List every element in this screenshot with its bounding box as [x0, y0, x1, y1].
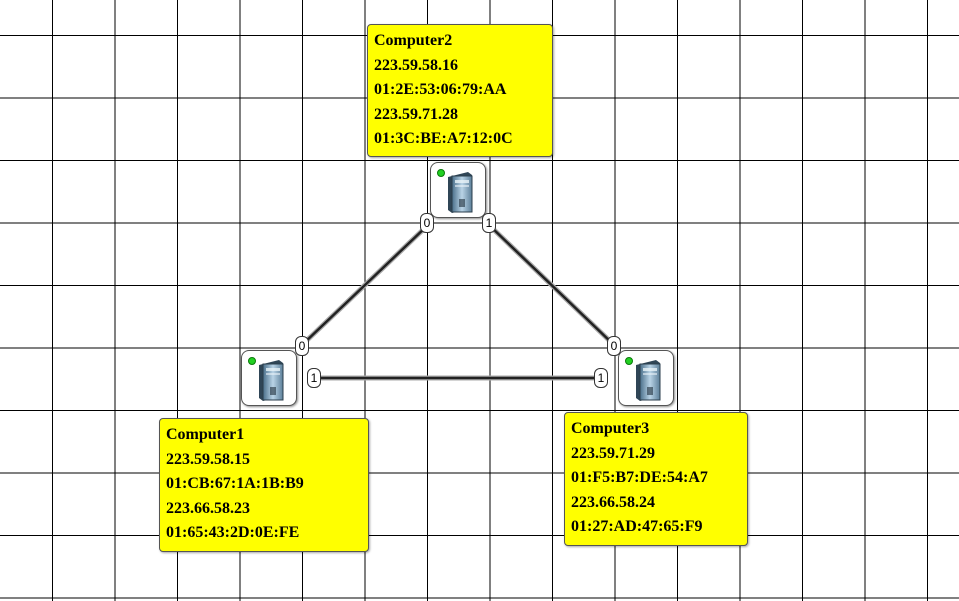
computer2-port-1[interactable]: 1	[482, 213, 496, 233]
computer-tower-icon	[448, 172, 473, 213]
computer1-port-0[interactable]: 0	[295, 336, 309, 356]
computer3-port-1[interactable]: 1	[594, 368, 608, 388]
computer1-node[interactable]	[241, 350, 297, 406]
status-led	[625, 357, 633, 365]
address-line: 01:27:AD:47:65:F9	[571, 518, 703, 535]
computer-name: Computer3	[571, 420, 650, 437]
computer3-label[interactable]: Computer3 223.59.71.29 01:F5:B7:DE:54:A7…	[564, 412, 748, 546]
address-line: 223.59.58.16	[374, 56, 458, 74]
computer2-port-0[interactable]: 0	[420, 213, 434, 233]
computer1-port-1[interactable]: 1	[307, 368, 321, 388]
address-line: 01:3C:BE:A7:12:0C	[374, 130, 513, 147]
computer-tower-icon	[259, 360, 284, 401]
address-line: 223.66.58.23	[166, 499, 250, 517]
computer1-label[interactable]: Computer1 223.59.58.15 01:CB:67:1A:1B:B9…	[159, 418, 369, 552]
status-led	[248, 357, 256, 365]
status-led	[437, 169, 445, 177]
computer-tower-icon	[636, 360, 661, 401]
computer-name: Computer1	[166, 426, 245, 443]
address-line: 223.66.58.24	[571, 493, 655, 511]
computer2-node[interactable]	[430, 162, 486, 218]
computer3-node[interactable]	[618, 350, 674, 406]
address-line: 223.59.58.15	[166, 450, 250, 468]
computer-name: Computer2	[374, 32, 453, 49]
address-line: 01:CB:67:1A:1B:B9	[166, 475, 304, 492]
address-line: 223.59.71.28	[374, 105, 458, 123]
address-line: 01:2E:53:06:79:AA	[374, 81, 507, 98]
address-line: 223.59.71.29	[571, 444, 655, 462]
link-computer1-computer2-core	[300, 223, 430, 347]
address-line: 01:F5:B7:DE:54:A7	[571, 469, 708, 486]
address-line: 01:65:43:2D:0E:FE	[166, 524, 300, 541]
computer3-port-0[interactable]: 0	[607, 336, 621, 356]
link-computer2-computer3-core	[487, 223, 616, 347]
computer2-label[interactable]: Computer2 223.59.58.16 01:2E:53:06:79:AA…	[367, 24, 553, 157]
